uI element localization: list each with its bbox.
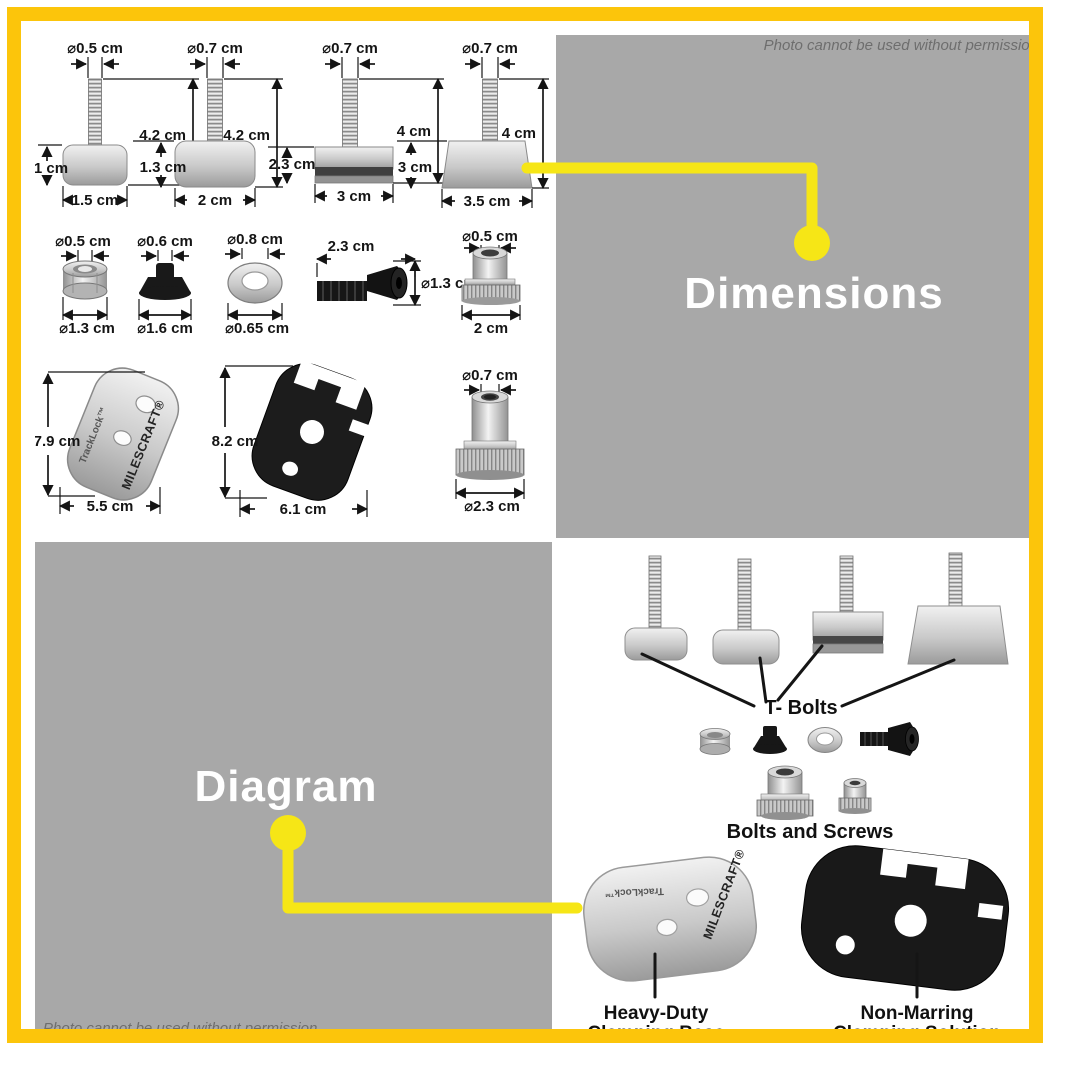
tbolt-1-baseheight-label: 1 cm (35, 160, 68, 177)
watermark-top: Photo cannot be used without permission (763, 37, 1038, 54)
tbolt-3-baseheight-label: 2.3 cm (269, 156, 316, 173)
black-plate-width-label: 6.1 cm (280, 501, 327, 518)
hardware-label: Bolts and Screws (727, 821, 894, 843)
tbolt-4-baseheight-label: 3 cm (398, 159, 432, 176)
locknut-bottom-label: ⌀1.3 cm (59, 320, 115, 337)
dimensions-drawing-svg: ⌀0.5 cm 4.2 cm 1 cm 1.5 cm (34, 40, 549, 518)
tbolt-2-dia-label: ⌀0.7 cm (187, 40, 243, 57)
photo-metal-plate: MILESCRAFT® TrackLock™ Heavy-Duty Clampi… (582, 847, 758, 1044)
cap-top-label: ⌀0.6 cm (137, 233, 193, 250)
tbolt-1-drawing: ⌀0.5 cm 4.2 cm 1 cm 1.5 cm (34, 40, 199, 209)
tall-thumbnut-top-label: ⌀0.7 cm (462, 367, 518, 384)
tall-thumbnut-drawing: ⌀0.7 cm ⌀2.3 cm (454, 367, 526, 515)
tbolt-1-dia-label: ⌀0.5 cm (67, 40, 123, 57)
photo-hardware: Bolts and Screws (699, 722, 919, 843)
tbolt-2-height-label: 4.2 cm (223, 127, 270, 144)
washer-bottom-label: ⌀0.65 cm (225, 320, 289, 337)
metal-plate-drawing: MILESCRAFT® TrackLock™ 7.9 cm 5.5 cm (34, 367, 180, 515)
tbolt-3-basewidth-label: 3 cm (337, 188, 371, 205)
tbolt-2-drawing: ⌀0.7 cm 4.2 cm 1.3 cm 2 cm (133, 40, 283, 209)
cap-drawing: ⌀0.6 cm ⌀1.6 cm (137, 233, 193, 337)
thumbnut-drawing: ⌀0.5 cm 2 cm (460, 228, 522, 337)
locknut-top-label: ⌀0.5 cm (55, 233, 111, 250)
diagram-title-panel: Diagram Photo cannot be used without per… (35, 542, 552, 1043)
washer-drawing: ⌀0.8 cm ⌀0.65 cm (225, 231, 289, 337)
dimensions-title: Dimensions (684, 269, 944, 318)
solution-label-line2: Clamping Solution (833, 1023, 1001, 1043)
locknut-drawing: ⌀0.5 cm ⌀1.3 cm (55, 233, 115, 337)
tbolt-3-drawing: ⌀0.7 cm 4 cm 2.3 cm (268, 40, 444, 205)
metal-plate-height-label: 7.9 cm (35, 433, 80, 450)
diagram-photo-panel: T- Bolts (556, 542, 1043, 1044)
dimensions-drawing-panel: ⌀0.5 cm 4.2 cm 1 cm 1.5 cm (34, 35, 552, 538)
thumbnut-top-label: ⌀0.5 cm (462, 228, 518, 245)
tbolts-label: T- Bolts (764, 697, 837, 719)
screw-length-label: 2.3 cm (328, 238, 375, 255)
diagram-title: Diagram (194, 762, 378, 811)
photo-tbolts: T- Bolts (624, 552, 1009, 719)
tbolt-1-basewidth-label: 1.5 cm (72, 192, 119, 209)
tall-thumbnut-bottom-label: ⌀2.3 cm (464, 498, 520, 515)
photo-metal-plate-model-text: TrackLock™ (604, 885, 664, 898)
diagram-photo-svg: T- Bolts (582, 552, 1010, 1044)
base-label-line1: Heavy-Duty (604, 1003, 709, 1024)
cap-bottom-label: ⌀1.6 cm (137, 320, 193, 337)
watermark-bottom: Photo cannot be used without permission (43, 1020, 318, 1037)
tbolt-1-height-label: 4.2 cm (139, 127, 186, 144)
tbolt-4-drawing: ⌀0.7 cm 4 cm 3 cm 3.5 cm (397, 40, 549, 210)
washer-top-label: ⌀0.8 cm (227, 231, 283, 248)
solution-label-line1: Non-Marring (861, 1003, 974, 1024)
black-plate-drawing: 8.2 cm 6.1 cm (212, 360, 373, 518)
thumbnut-bottom-label: 2 cm (474, 320, 508, 337)
tbolt-3-height-label: 4 cm (397, 123, 431, 140)
content-area: ⌀0.5 cm 4.2 cm 1 cm 1.5 cm (34, 35, 1043, 1044)
dimensions-title-panel: Photo cannot be used without permission … (556, 35, 1043, 538)
tbolt-3-dia-label: ⌀0.7 cm (322, 40, 378, 57)
tbolt-2-baseheight-label: 1.3 cm (140, 159, 187, 176)
tbolt-4-dia-label: ⌀0.7 cm (462, 40, 518, 57)
tbolt-2-basewidth-label: 2 cm (198, 192, 232, 209)
photo-black-plate: Non-Marring Clamping Solution (800, 845, 1010, 1044)
base-label-line2: Clamping Base (587, 1023, 724, 1043)
screw-drawing: 2.3 cm ⌀1.3 cm (315, 238, 477, 307)
black-plate-height-label: 8.2 cm (212, 433, 259, 450)
tbolt-4-height-label: 4 cm (502, 125, 536, 142)
metal-plate-width-label: 5.5 cm (87, 498, 134, 515)
tbolt-4-basewidth-label: 3.5 cm (464, 193, 511, 210)
